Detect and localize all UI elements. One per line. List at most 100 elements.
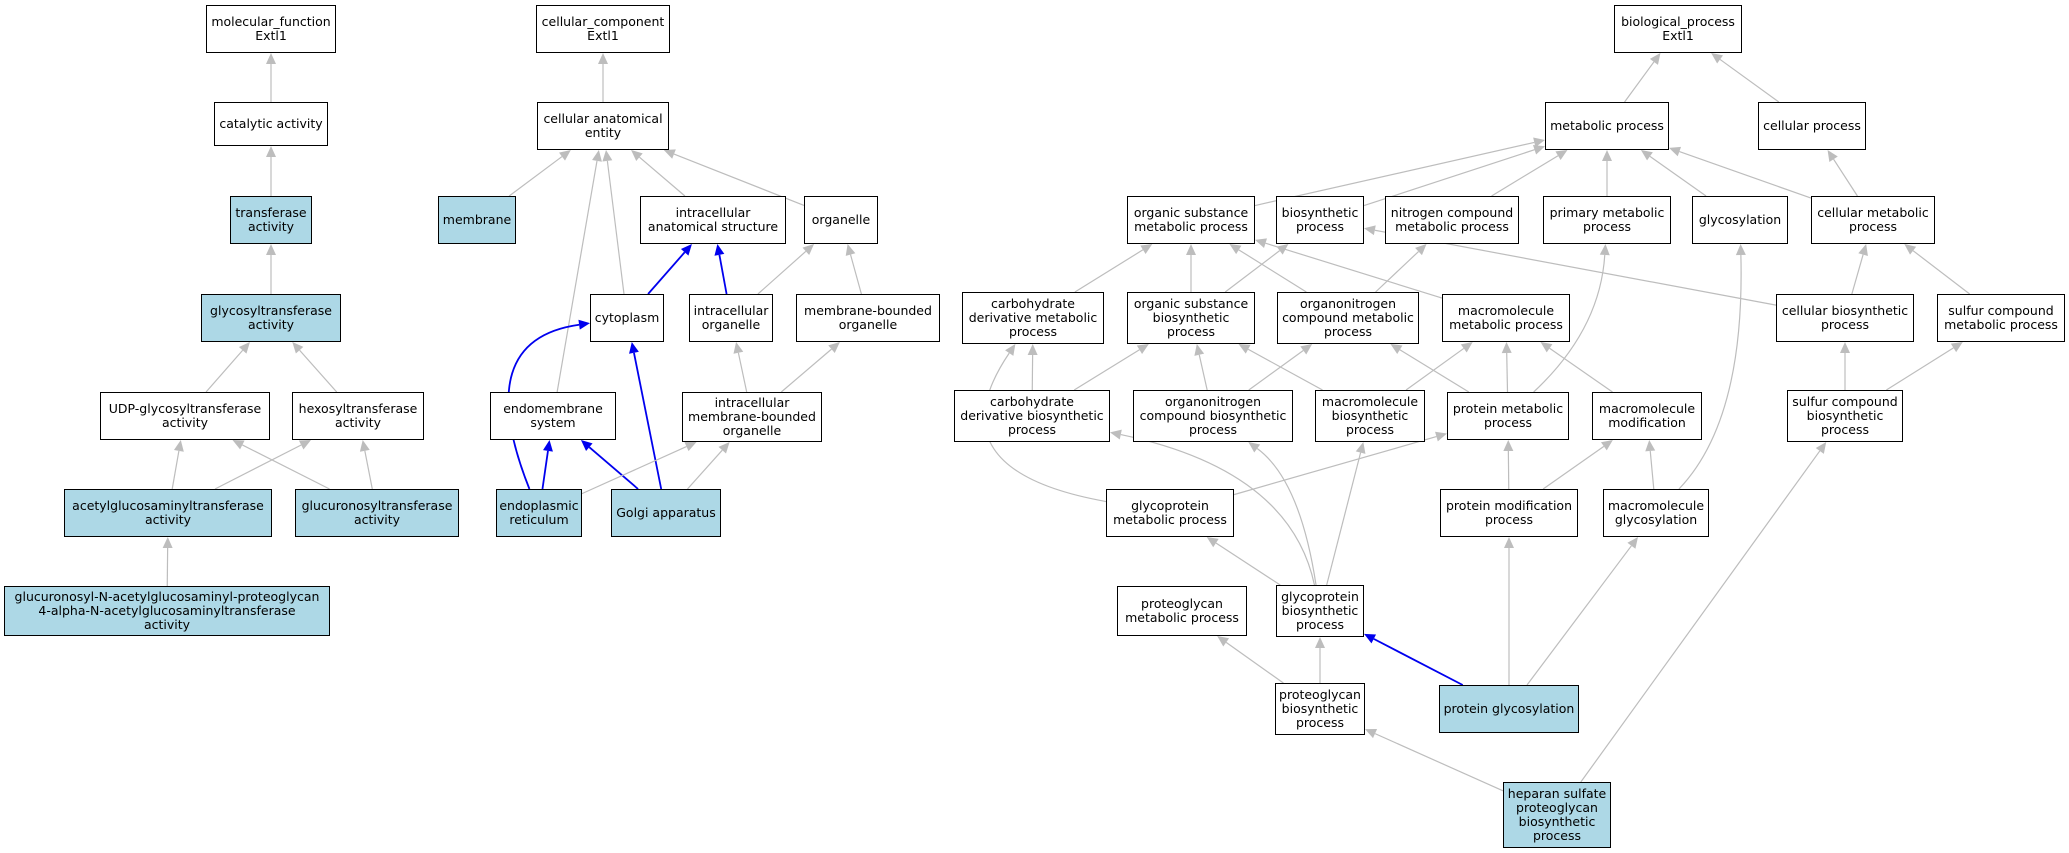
node-glucuronosyl-acetylglucosaminyl-proteoglycan-activity[interactable]: glucuronosyl-N-acetylglucosaminyl-proteo… [4,586,330,636]
edge-hexo-to-glyco [299,349,338,393]
arrowhead-cbp-to-cmp [1858,244,1868,256]
node-macromolecule-biosynthetic-process[interactable]: macromolecule biosynthetic process [1315,390,1425,442]
node-cellular-biosynthetic-process[interactable]: cellular biosynthetic process [1776,294,1914,342]
node-udp-glycosyltransferase-activity[interactable]: UDP-glycosyltransferase activity [100,392,270,440]
edge-cytoplasm-to-ias [647,251,686,295]
arrowhead-scbp-to-scmp [1950,342,1963,353]
node-organonitrogen-compound-metabolic-process[interactable]: organonitrogen compound metabolic proces… [1277,292,1419,344]
arrowhead-cbp-to-bsp [1364,225,1376,236]
node-protein-glycosylation[interactable]: protein glycosylation [1439,685,1579,733]
edge-gpbp-to-gpmp [1215,542,1281,586]
arrowhead-cdbp-to-cdmp [1027,344,1038,356]
edge-hspg-to-scbp [1580,450,1821,783]
arrowhead-scmp-to-cmp [1904,244,1917,255]
node-molecular-function[interactable]: molecular_function Extl1 [206,5,336,53]
arrowhead-io-to-organelle [802,244,815,256]
edge-io-to-organelle [757,250,807,295]
edge-cp-to-bp [1719,58,1780,103]
node-carbohydrate-derivative-biosynthetic-process[interactable]: carbohydrate derivative biosynthetic pro… [954,390,1110,442]
edge-osmp-to-mp [1254,141,1535,207]
edge-cdbp-to-osbp [1073,349,1140,391]
node-sulfur-compound-biosynthetic-process[interactable]: sulfur compound biosynthetic process [1787,390,1903,442]
node-glycoprotein-metabolic-process[interactable]: glycoprotein metabolic process [1106,489,1234,537]
edge-glucuro-to-udp [242,444,330,490]
node-intracellular-organelle[interactable]: intracellular organelle [689,294,773,342]
arrowhead-mbo-to-organelle [845,244,856,256]
arrowhead-protglyco-to-macroglyco [1627,537,1638,549]
node-membrane-bounded-organelle[interactable]: membrane-bounded organelle [796,294,940,342]
arrowhead-cdbp-to-osbp [1136,344,1149,355]
arrowhead-macroglyco-to-glycosylation [1735,244,1746,256]
edge-protmp-to-macromp [1506,352,1509,393]
arrowhead-acetyl-to-hexo [298,440,311,450]
node-organic-substance-biosynthetic-process[interactable]: organic substance biosynthetic process [1127,292,1255,344]
edge-protmp-to-pmp [1533,254,1606,393]
arrowhead-oncbp-to-oncmp [1300,344,1313,355]
edge-osbp-to-bsp [1224,250,1281,293]
node-proteoglycan-biosynthetic-process[interactable]: proteoglycan biosynthetic process [1275,683,1365,735]
arrowhead-hspg-to-scbp [1815,442,1827,454]
edge-cmp-to-mp [1679,151,1812,199]
node-macromolecule-glycosylation[interactable]: macromolecule glycosylation [1603,489,1709,537]
arrowhead-pgbp-to-pgmp [1217,636,1230,647]
node-heparan-sulfate-proteoglycan-biosynthetic-process[interactable]: heparan sulfate proteoglycan biosyntheti… [1503,782,1611,848]
node-cellular-component[interactable]: cellular_component Extl1 [536,5,670,53]
edge-acetyl-to-udp [171,450,180,490]
node-protein-metabolic-process[interactable]: protein metabolic process [1447,392,1569,440]
node-biosynthetic-process[interactable]: biosynthetic process [1276,196,1364,244]
edge-er-to-imbo [581,445,687,495]
node-glycoprotein-biosynthetic-process[interactable]: glycoprotein biosynthetic process [1276,585,1364,637]
node-organonitrogen-compound-biosynthetic-process[interactable]: organonitrogen compound biosynthetic pro… [1133,390,1293,442]
edge-macrobp-to-macromp [1405,347,1465,391]
edge-pgbp-to-pgmp [1225,641,1284,684]
node-catalytic-activity[interactable]: catalytic activity [214,102,328,146]
node-glycosyltransferase-activity[interactable]: glycosyltransferase activity [201,294,341,342]
node-organelle[interactable]: organelle [804,196,878,244]
node-proteoglycan-metabolic-process[interactable]: proteoglycan metabolic process [1117,586,1247,636]
node-glucuronosyltransferase-activity[interactable]: glucuronosyltransferase activity [295,489,459,537]
node-cellular-process[interactable]: cellular process [1758,102,1866,150]
edge-protmp-to-oncmp [1399,349,1470,393]
arrowhead-protmod-to-protmp [1503,440,1514,452]
node-sulfur-compound-metabolic-process[interactable]: sulfur compound metabolic process [1937,294,2065,342]
node-intracellular-anatomical-structure[interactable]: intracellular anatomical structure [640,196,786,244]
node-macromolecule-metabolic-process[interactable]: macromolecule metabolic process [1442,294,1570,342]
node-cellular-anatomical-entity[interactable]: cellular anatomical entity [537,102,669,150]
node-acetylglucosaminyltransferase-activity[interactable]: acetylglucosaminyltransferase activity [64,489,272,537]
edge-glycosylation-to-mp [1649,155,1707,197]
node-protein-modification-process[interactable]: protein modification process [1440,489,1578,537]
edge-cdmp-to-osmp [1074,249,1144,293]
node-membrane[interactable]: membrane [438,196,516,244]
arrowhead-gpbp-to-oncbp [1248,442,1261,453]
arrowhead-protmod-to-macromod [1600,440,1613,451]
edge-macromp-to-osmp [1265,242,1443,299]
arrowhead-glucuro-to-hexo [359,440,370,452]
edge-scmp-to-cmp [1912,250,1971,295]
node-carbohydrate-derivative-metabolic-process[interactable]: carbohydrate derivative metabolic proces… [962,292,1104,344]
arrowhead-hexo-to-glyco [292,342,304,354]
node-golgi-apparatus[interactable]: Golgi apparatus [611,489,721,537]
node-macromolecule-modification[interactable]: macromolecule modification [1592,392,1702,440]
node-endoplasmic-reticulum[interactable]: endoplasmic reticulum [496,489,582,537]
arrowhead-macromp-to-osmp [1255,238,1267,248]
node-nitrogen-compound-metabolic-process[interactable]: nitrogen compound metabolic process [1385,196,1519,244]
edge-imbo-to-io [737,352,748,393]
node-metabolic-process[interactable]: metabolic process [1545,102,1669,150]
node-glycosylation[interactable]: glycosylation [1692,196,1788,244]
node-biological-process[interactable]: biological_process Extl1 [1614,5,1742,53]
arrowhead-gnac-to-acetyl [162,537,173,549]
arrowhead-cat-to-mf [266,53,276,64]
edge-er-to-endo [541,450,549,490]
arrowhead-osbp-to-osmp [1186,244,1196,255]
edge-gpmp-to-protmp [1233,435,1437,496]
arrowhead-hspg-to-pgbp [1365,729,1378,739]
node-endomembrane-system[interactable]: endomembrane system [490,392,616,440]
node-hexosyltransferase-activity[interactable]: hexosyltransferase activity [292,392,424,440]
node-primary-metabolic-process[interactable]: primary metabolic process [1543,196,1671,244]
node-cellular-metabolic-process[interactable]: cellular metabolic process [1811,196,1935,244]
node-intracellular-membrane-bounded-organelle[interactable]: intracellular membrane-bounded organelle [682,392,822,442]
node-cytoplasm[interactable]: cytoplasm [590,294,664,342]
node-transferase-activity[interactable]: transferase activity [230,196,312,244]
arrowhead-macroglyco-to-macromod [1645,440,1656,452]
node-organic-substance-metabolic-process[interactable]: organic substance metabolic process [1127,196,1255,244]
